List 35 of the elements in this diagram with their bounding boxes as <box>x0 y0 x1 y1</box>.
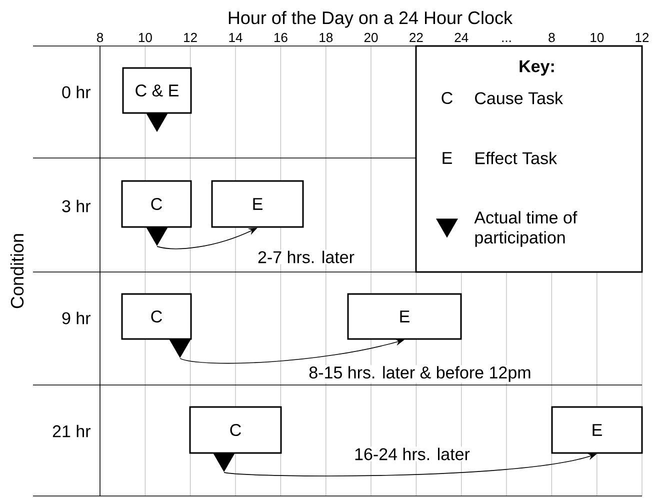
key-text: Actual time of participation <box>474 211 578 247</box>
tick-label: 12 <box>184 32 197 42</box>
edge-label: 2-7 hrs. later <box>258 250 354 264</box>
tick-label: 8 <box>96 32 104 42</box>
task-box: E <box>347 293 462 340</box>
tick-label: 22 <box>410 32 423 42</box>
task-box: C <box>121 180 192 228</box>
time-marker <box>213 453 235 472</box>
key-text: Effect Task <box>476 152 558 164</box>
axis-title: Hour of the Day on a 24 Hour Clock <box>228 10 513 28</box>
edge-label: 16-24 hrs. later <box>355 448 470 460</box>
task-box: C & E <box>122 67 192 114</box>
tick-label: 12 <box>636 32 649 42</box>
tick-label: 14 <box>229 33 242 42</box>
edge-label: 8-15 hrs. later & before 12pm <box>309 366 530 382</box>
key-heading: Key: <box>520 60 554 76</box>
tick-label: 16 <box>274 32 288 42</box>
task-box: C <box>121 293 192 340</box>
row-label: 21 hr <box>52 424 90 438</box>
tick-label: 10 <box>138 32 152 42</box>
time-marker <box>169 339 191 358</box>
task-box: C <box>189 406 282 454</box>
task-box: E <box>551 406 643 454</box>
time-marker <box>146 227 168 246</box>
row-label: 3 hr <box>62 200 90 212</box>
row-label: 9 hr <box>62 312 90 324</box>
axis-title: Condition <box>10 234 24 308</box>
tick-label: 18 <box>320 32 333 42</box>
key-text: Cause Task <box>475 92 564 104</box>
key-symbol: E <box>442 152 452 164</box>
task-box: E <box>211 180 304 228</box>
row-label: 0 hr <box>62 86 90 98</box>
key-symbol: C <box>442 92 452 104</box>
time-marker <box>146 113 168 132</box>
tick-label: 20 <box>364 32 378 42</box>
